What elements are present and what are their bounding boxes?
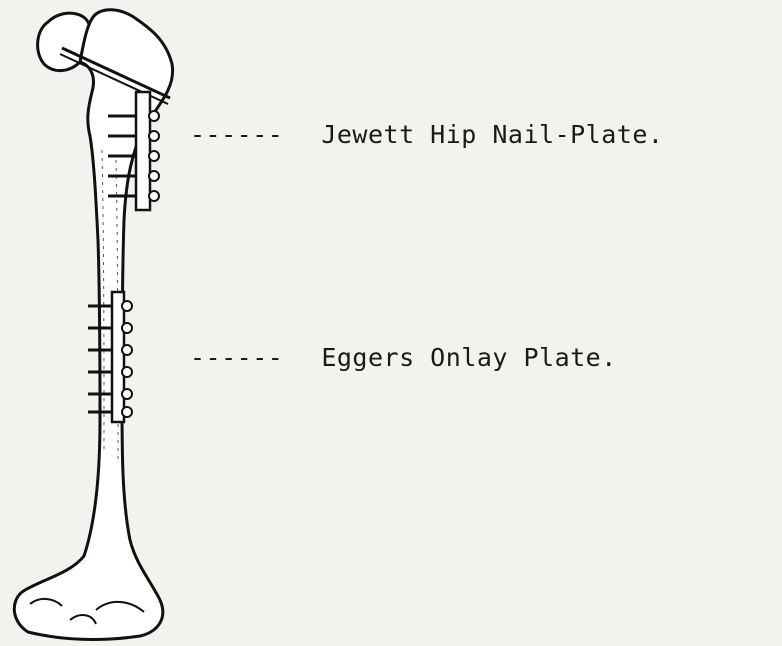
leader-line: ------: [190, 120, 283, 149]
femur-illustration: [0, 0, 220, 646]
lower-onlay-plate: [112, 292, 124, 422]
callout-label: Jewett Hip Nail-Plate.: [321, 120, 663, 149]
leader-line: ------: [190, 343, 283, 372]
callout-eggers-onlay-plate: ------ Eggers Onlay Plate.: [190, 343, 617, 372]
callout-jewett-hip-nail-plate: ------ Jewett Hip Nail-Plate.: [190, 120, 663, 149]
upper-side-plate: [136, 92, 150, 210]
callout-label: Eggers Onlay Plate.: [321, 343, 616, 372]
